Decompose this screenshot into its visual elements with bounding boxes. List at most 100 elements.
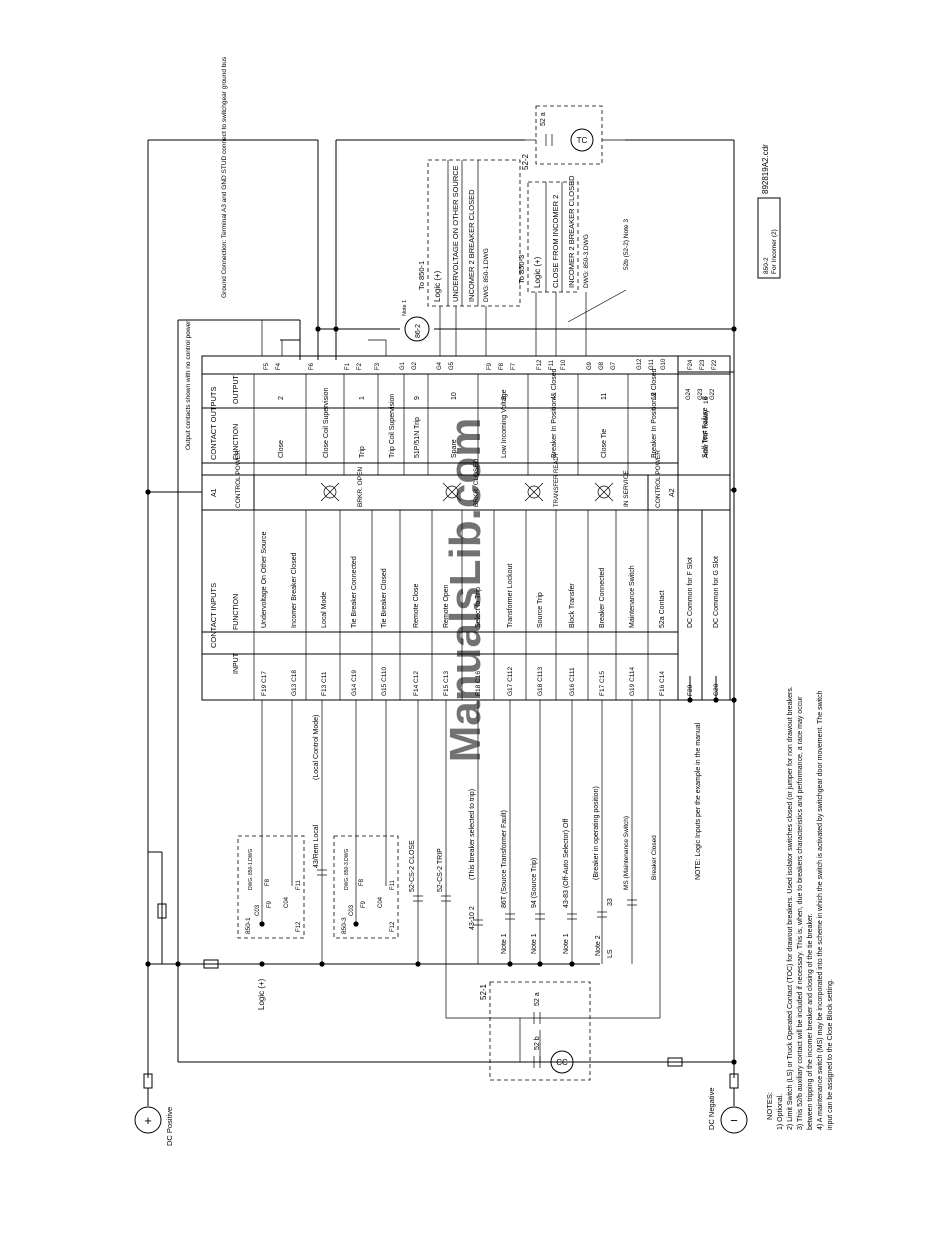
input-function-15: DC Common for F Slot (687, 557, 694, 628)
output-term-11-3: F22 (712, 359, 718, 370)
junction-dots (145, 326, 737, 1065)
input-terms-14: F16 C14 (659, 671, 666, 696)
close-contact-52b: 52 b (534, 1036, 541, 1050)
ref-850-3-to: To 850-3 (517, 255, 526, 284)
breaker-closed: Breaker Closed (651, 835, 658, 880)
ref-850-3-line-2: CLOSE FROM INCOMER 2 (551, 195, 560, 288)
note-1-b: Note 1 (531, 933, 538, 954)
ref-850-3-line-1: Logic (+) (533, 256, 542, 288)
output-term-8-3: F10 (561, 359, 567, 370)
ground-note: Ground Connection: Terminal A3 and GND S… (221, 56, 228, 298)
local-control-mode: (Local Control Mode) (313, 715, 320, 780)
input-function-14: 52a Contact (659, 590, 666, 628)
note-1-c: Note 1 (563, 933, 570, 954)
contact-outputs-title: CONTACT OUTPUTS (209, 387, 218, 460)
output-num-9: 11 (601, 393, 608, 400)
input-function-16: DC Common for G Slot (713, 556, 720, 628)
led-brkr-open: BRKR. OPEN (357, 467, 364, 507)
output-function-9: Close Tie (601, 429, 608, 458)
output-function-11: Self-Test Failure (702, 407, 709, 458)
input-contacts (317, 869, 637, 926)
left-ref-850-1-t4: C04 (284, 896, 290, 908)
left-ref-850-1-t3: F9 (267, 900, 273, 908)
input-terms-10: G18 C113 (537, 666, 544, 696)
note-item-6: input can be assigned to the Close Block… (827, 979, 834, 1130)
inputs-function-header: FUNCTION (233, 594, 240, 630)
input-function-6: Remote Close (413, 584, 420, 628)
ref-850-1-to: To 850-1 (417, 261, 426, 290)
output-num-12: 16 (703, 396, 710, 404)
output-term-7-2: F8 (499, 362, 505, 370)
logic-note: NOTE: Logic Inputs per the example in th… (695, 722, 702, 880)
left-ref-850-3-t3: F9 (361, 900, 367, 908)
output-term-10-3: G10 (661, 358, 667, 370)
notes-title: NOTES: (765, 1092, 774, 1120)
input-terms-12: F17 C15 (599, 671, 606, 696)
note-item-1: 1) Optional. (777, 1094, 784, 1130)
cs-trip: 52-CS-2 TRIP (437, 848, 444, 892)
input-function-12: Breaker Connected (599, 568, 606, 628)
relay-86-2-note: Note 1 (402, 300, 408, 316)
output-num-5: 9 (414, 396, 421, 400)
output-function-1: Close (278, 440, 285, 458)
left-ref-850-1-t5: F12 (296, 921, 302, 932)
led-brkr-closed: BRKR. CLOSED (473, 458, 480, 507)
rem-local-switch: 43/Rem Local (313, 824, 320, 868)
left-ref-850-3-dwg: DWG: 850-3.DWG (344, 848, 350, 890)
input-function-9: Transformer Lockout (507, 564, 514, 628)
maintenance-switch: MS (Maintenance Switch) (623, 816, 630, 890)
dc-bus-wiring (147, 139, 735, 1078)
note3-label: 52b (52-2) Note 3 (623, 219, 630, 270)
output-term-2-1: F6 (309, 362, 315, 370)
input-function-3: Local Mode (321, 592, 328, 628)
output-term-9-1: G9 (587, 361, 593, 370)
output-term-3-1: F1 (345, 362, 351, 370)
ref-850-3-line-4: DWG: 850-3.DWG (583, 234, 590, 288)
output-term-1-1: F5 (264, 362, 270, 370)
input-terms-3: F13 C11 (321, 671, 328, 696)
input-function-8: Select to Trip (475, 587, 482, 628)
input-terms-2: G13 C18 (291, 670, 298, 696)
output-term-5-1: G1 (400, 361, 406, 370)
input-terms-15: F20 (687, 684, 694, 696)
left-ref-850-3-title: 850-3 (341, 917, 348, 934)
led-transfer-ready: TRANSFER READY (554, 452, 560, 507)
control-power-label-2: CONTROL POWER (655, 450, 662, 508)
control-power-label: CONTROL POWER (235, 450, 242, 508)
reference-box-850-3: To 850-3 Logic (+) CLOSE FROM INCOMER 2 … (517, 175, 630, 323)
left-ref-850-3-t2: F8 (359, 878, 365, 886)
ref-850-3-line-3: INCOMER 2 BREAKER CLOSED (567, 175, 576, 288)
output-term-12-2: G23 (698, 388, 704, 400)
control-power-a2: A2 (669, 488, 676, 497)
left-ref-850-1-title: 850-1 (245, 917, 252, 934)
input-function-2: Incomer Breaker Closed (291, 552, 298, 628)
output-term-11-2: F23 (700, 359, 706, 370)
logic-plus-label: Logic (+) (257, 978, 266, 1010)
lockout-86t: 86T (Source Transformer Fault) (501, 810, 508, 908)
cs-close: 52-CS-2 CLOSE (409, 840, 416, 892)
dc-positive-label: DC Positive (165, 1107, 174, 1146)
drawing-number: 892819A2.cdr (761, 144, 770, 194)
control-power-a1: A1 (211, 488, 218, 497)
note-item-4: between tripping of the incomer breaker … (807, 913, 814, 1130)
left-reference-850-1: 850-1 DWG: 850-1.DWG C03 F8 F9 C04 F12 F… (237, 835, 305, 939)
ls-label: LS (607, 949, 614, 958)
output-num-3: 1 (359, 396, 366, 400)
source-trip-94: 94 (Source Trip) (531, 858, 538, 908)
input-terms-8: F18 C16 (475, 671, 482, 696)
output-function-7: Low Incoming Voltage (501, 389, 508, 458)
device-box-line-2: For Incomer (2) (771, 229, 778, 274)
ref-850-1-line-2: UNDERVOLTAGE ON OTHER SOURCE (451, 165, 460, 302)
output-function-2: Close Coil Supervision (323, 387, 330, 458)
trip-coil-assembly: TC 52 a 52-2 (521, 105, 625, 170)
input-terms-11: G16 C111 (569, 667, 576, 696)
input-function-10: Source Trip (537, 592, 544, 628)
dc-negative-symbol: − (730, 1113, 738, 1128)
close-coil-assembly: CC 52 b 52 a 52-1 (479, 981, 591, 1081)
switch-43-10: 43-10 2 (469, 906, 476, 930)
inputs-input-header: INPUT (233, 652, 240, 674)
outputs-function-header: FUNCTION (233, 424, 240, 460)
device-box-line-1: 850-2 (763, 257, 770, 274)
